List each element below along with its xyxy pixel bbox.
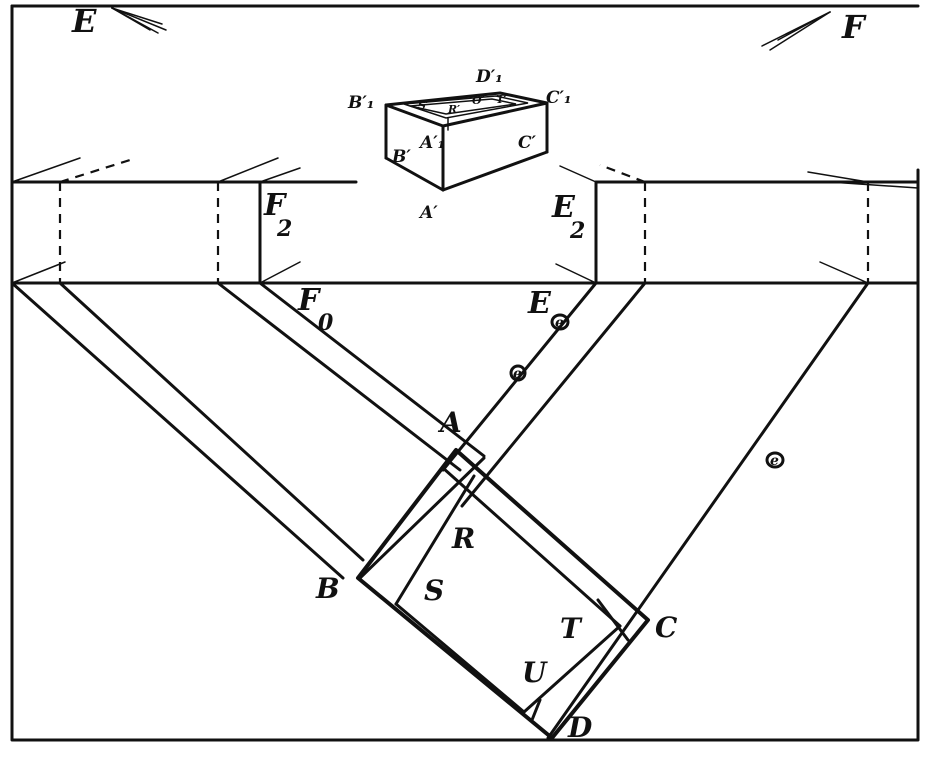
- label-B-prime: B′: [391, 147, 411, 167]
- label-R: R: [451, 522, 475, 555]
- label-E0: E: [527, 286, 552, 321]
- label-T: T: [560, 612, 583, 645]
- e-markers: [509, 313, 785, 469]
- vanishing-rays-E: [111, 7, 167, 34]
- label-A1-prime: A′₁: [418, 133, 445, 153]
- label-A: A: [437, 406, 462, 439]
- label-B1-prime: B′₁: [347, 93, 374, 113]
- label-C: C: [655, 611, 678, 644]
- label-U: U: [522, 656, 548, 689]
- label-E: E: [71, 2, 97, 40]
- label-S: S: [424, 574, 444, 607]
- label-e-1: e: [555, 315, 564, 331]
- label-E2: E: [551, 190, 576, 225]
- elevation-band: [10, 157, 920, 285]
- label-B: B: [315, 572, 340, 605]
- label-O-prime: O′: [472, 94, 485, 107]
- plan-rectangle: [356, 448, 650, 740]
- label-D1-prime: D′₁: [475, 67, 503, 87]
- vanishing-rays-F: [761, 11, 831, 51]
- label-F2: F: [263, 188, 288, 223]
- label-E2-sub: 2: [569, 218, 585, 244]
- label-R-prime: R′: [447, 103, 460, 116]
- label-F: F: [841, 8, 867, 46]
- label-T-prime: T′: [496, 93, 507, 106]
- label-S-prime: S′: [418, 99, 429, 112]
- frame-border: [10, 4, 920, 742]
- plan-strips: [10, 281, 870, 740]
- box-model: [384, 91, 549, 192]
- label-e-3: e: [770, 453, 779, 469]
- label-F2-sub: 2: [276, 216, 292, 242]
- label-D: D: [567, 711, 593, 744]
- label-C1-prime: C′₁: [546, 88, 571, 108]
- label-F0: F: [297, 283, 322, 318]
- label-F0-sub: 0: [318, 310, 334, 336]
- label-A-prime: A′: [418, 203, 438, 223]
- label-e-2: e: [513, 366, 522, 382]
- label-C-prime: C′: [518, 133, 537, 153]
